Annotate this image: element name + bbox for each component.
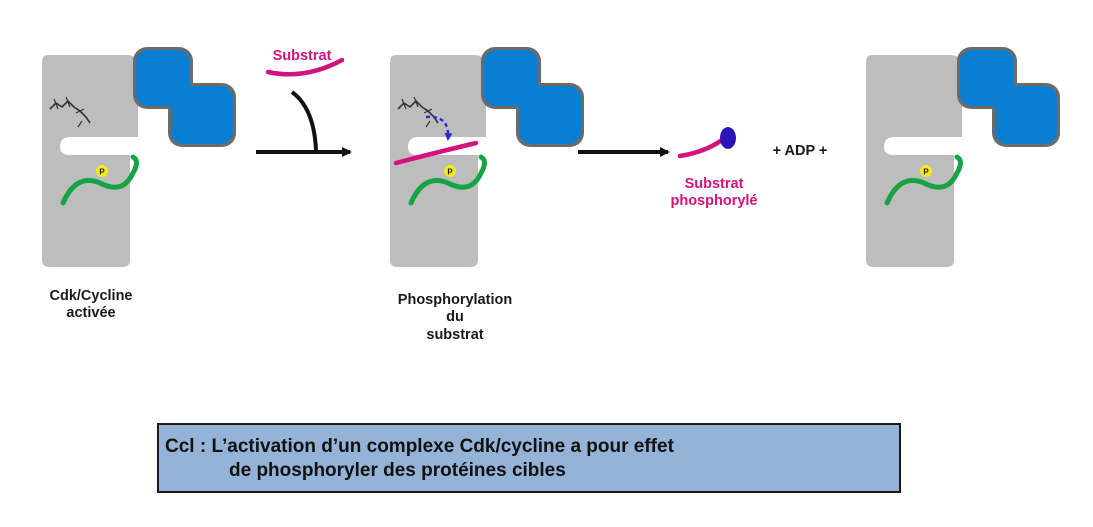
conclusion-box: Ccl : L’activation d’un complexe Cdk/cyc… <box>157 423 901 493</box>
label-adp: + ADP + <box>772 143 828 159</box>
substrat-bound <box>393 140 479 166</box>
label-substrat: Substrat <box>272 48 332 64</box>
complex-phosphorylation <box>390 47 584 267</box>
label-substrat-phosphoryle: Substrat phosphorylé <box>670 176 758 210</box>
conclusion-line-1: Ccl : L’activation d’un complexe Cdk/cyc… <box>165 436 674 457</box>
conclusion-line-2: de phosphoryler des protéines cibles <box>229 459 566 481</box>
label-phosphorylation-substrat: Phosphorylation du substrat <box>397 292 513 343</box>
complex-regenerated <box>866 47 1060 267</box>
label-cdk-activee: Cdk/Cycline activée <box>49 288 133 322</box>
arrow-1 <box>256 90 352 157</box>
atp-transfer-arrow <box>425 115 453 141</box>
complex-activated <box>42 47 236 267</box>
substrat-phosphoryle <box>677 127 736 159</box>
substrat-strand <box>265 57 345 77</box>
